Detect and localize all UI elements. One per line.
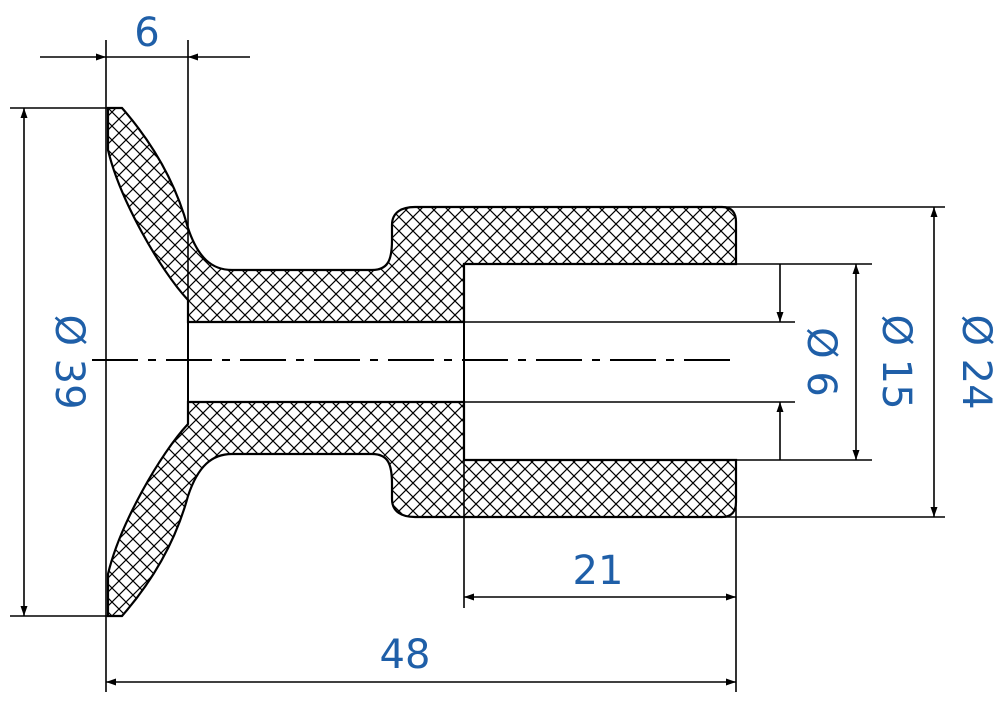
dim-text-hole-diameter: Ø 6 xyxy=(798,327,844,397)
lower-section xyxy=(106,400,738,618)
dim-text-overall-length: 48 xyxy=(380,632,431,678)
dim-text-outer-diameter: Ø 39 xyxy=(46,314,92,409)
dim-text-flange-thickness: 6 xyxy=(134,10,159,56)
dim-text-bore-diameter: Ø 15 xyxy=(873,314,919,409)
upper-section xyxy=(106,106,738,324)
dim-text-body-diameter: Ø 24 xyxy=(953,314,999,409)
dim-text-bore-depth: 21 xyxy=(573,548,624,594)
